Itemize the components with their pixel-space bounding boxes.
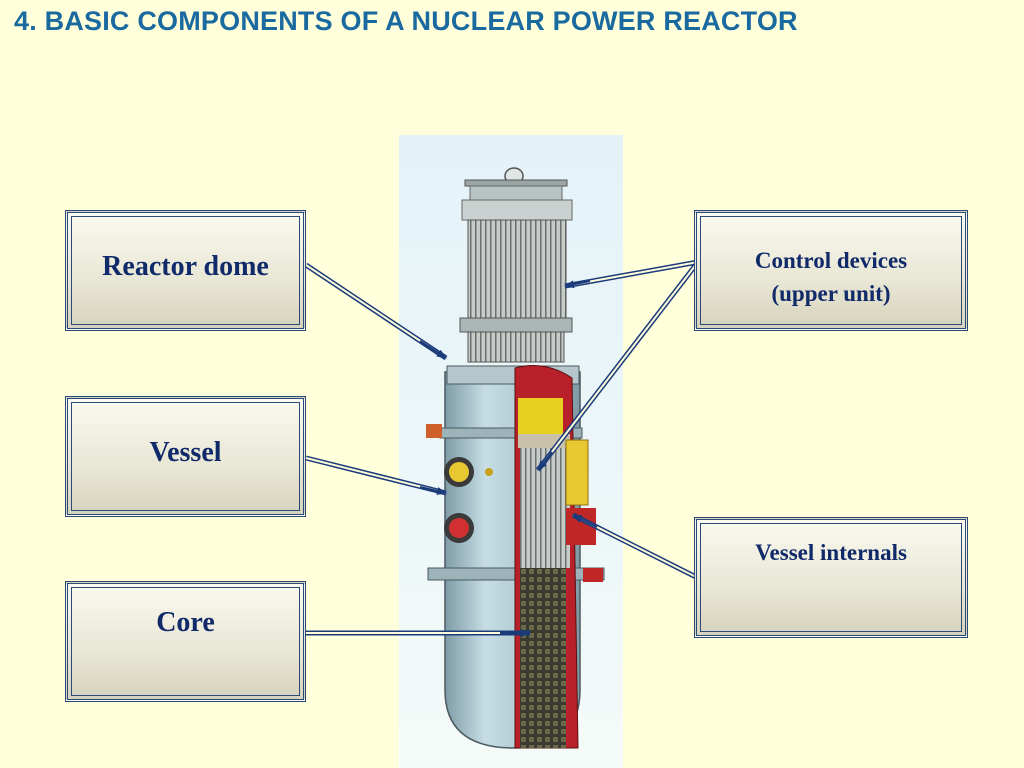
arrow-reactor-dome [304, 262, 448, 361]
label-vessel-internals-text: Vessel internals [755, 540, 907, 565]
label-control-devices: Control devices (upper unit) [694, 210, 968, 331]
label-core-text: Core [156, 607, 215, 638]
arrow-vessel [305, 455, 447, 496]
connector-arrows [304, 259, 700, 637]
label-vessel-internals: Vessel internals [694, 517, 968, 638]
label-reactor-dome: Reactor dome [65, 210, 306, 331]
arrow-control-devices [536, 259, 700, 472]
label-vessel-text: Vessel [149, 437, 222, 468]
vessel-cutaway [514, 365, 603, 749]
support-bracket [426, 424, 442, 438]
label-control-devices-line2: (upper unit) [771, 280, 891, 306]
label-vessel: Vessel [65, 396, 306, 517]
label-control-devices-line1: Control devices [754, 247, 908, 273]
vessel-nozzles [444, 457, 493, 543]
label-core: Core [65, 581, 306, 702]
page-title: 4. BASIC COMPONENTS OF A NUCLEAR POWER R… [14, 6, 798, 36]
reactor-illustration [399, 135, 623, 768]
arrow-vessel-internals [571, 512, 700, 581]
control-drive-unit [459, 167, 573, 363]
label-reactor-dome-text: Reactor dome [102, 251, 269, 282]
